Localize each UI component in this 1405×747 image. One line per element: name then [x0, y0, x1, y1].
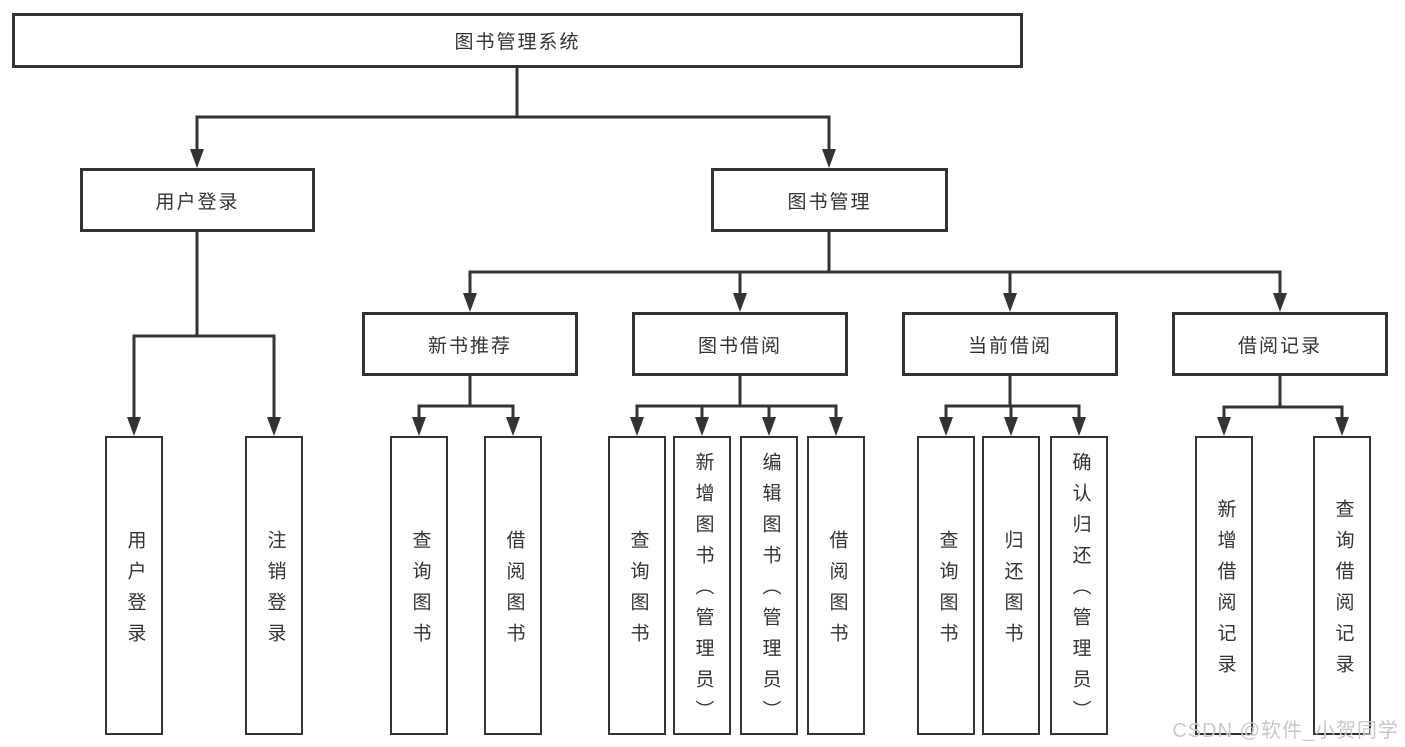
leaf-label: 新增借阅记录 — [1214, 498, 1236, 685]
leaf-logout-login: 注销登录 — [245, 436, 303, 735]
leaf-label: 用户登录 — [124, 529, 146, 654]
leaf-query-books-current: 查询图书 — [917, 436, 975, 735]
leaf-query-borrow-record: 查询借阅记录 — [1313, 436, 1371, 735]
leaf-edit-books-admin: 编辑图书（管理员） — [740, 436, 798, 735]
leaf-borrow-books-recommend: 借阅图书 — [484, 436, 542, 735]
leaf-label: 注销登录 — [264, 529, 286, 654]
csdn-watermark: CSDN @软件_小贺同学 — [1172, 720, 1399, 742]
node-label: 用户登录 — [155, 191, 240, 213]
leaf-query-books-borrowing: 查询图书 — [608, 436, 666, 735]
node-current-borrowing: 当前借阅 — [902, 312, 1118, 376]
node-new-book-recommendation: 新书推荐 — [362, 312, 578, 376]
node-label: 图书管理系统 — [454, 32, 581, 53]
leaf-label: 归还图书 — [1001, 529, 1023, 654]
leaf-label: 确认归还（管理员） — [1069, 452, 1091, 731]
leaf-label: 查询图书 — [409, 529, 431, 654]
leaf-add-books-admin: 新增图书（管理员） — [673, 436, 731, 735]
leaf-borrow-books-borrowing: 借阅图书 — [807, 436, 865, 735]
leaf-query-books-recommend: 查询图书 — [390, 436, 448, 735]
leaf-label: 查询借阅记录 — [1332, 498, 1354, 685]
node-library-management-system: 图书管理系统 — [12, 13, 1023, 68]
node-label: 借阅记录 — [1237, 335, 1322, 357]
leaf-label: 借阅图书 — [503, 529, 525, 654]
leaf-label: 查询图书 — [936, 529, 958, 654]
node-book-management: 图书管理 — [711, 168, 948, 232]
leaf-confirm-return-admin: 确认归还（管理员） — [1050, 436, 1108, 735]
node-label: 新书推荐 — [427, 335, 512, 357]
node-user-login: 用户登录 — [80, 168, 315, 232]
leaf-user-login: 用户登录 — [105, 436, 163, 735]
leaf-label: 查询图书 — [627, 529, 649, 654]
leaf-add-borrow-record: 新增借阅记录 — [1195, 436, 1253, 735]
node-book-borrowing: 图书借阅 — [632, 312, 848, 376]
leaf-label: 新增图书（管理员） — [692, 452, 714, 731]
node-borrowing-records: 借阅记录 — [1172, 312, 1388, 376]
leaf-return-books: 归还图书 — [982, 436, 1040, 735]
node-label: 当前借阅 — [967, 335, 1052, 357]
node-label: 图书借阅 — [697, 335, 782, 357]
leaf-label: 编辑图书（管理员） — [759, 452, 781, 731]
leaf-label: 借阅图书 — [826, 529, 848, 654]
node-label: 图书管理 — [787, 191, 872, 213]
